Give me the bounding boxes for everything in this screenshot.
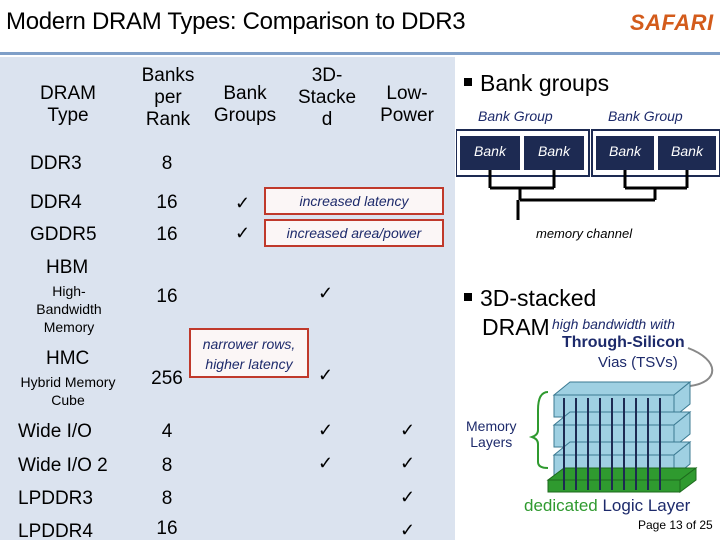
- logic-layer-word: Logic Layer: [602, 496, 691, 515]
- row-name-wide-io-2: Wide I/O 2: [18, 455, 108, 476]
- row-name-ddr3: DDR3: [30, 153, 82, 174]
- bank-group-box-right: [591, 129, 720, 177]
- check-wide-io-low-power: ✓: [400, 420, 416, 440]
- bank-group-box-left: [456, 129, 590, 177]
- check-wide-io-2-3d-stacked: ✓: [318, 453, 334, 473]
- tsv-note-line3: Vias (TSVs): [598, 354, 678, 371]
- logic-layer-label: dedicated Logic Layer: [524, 496, 690, 516]
- header-text: per: [154, 87, 182, 108]
- row-name-wide-io: Wide I/O: [18, 421, 92, 442]
- header-dram-type: DRAM Type: [22, 83, 114, 127]
- row-name-hbm: HBM: [46, 257, 89, 278]
- check-wide-io-3d-stacked: ✓: [318, 420, 334, 440]
- banks-wide-io: 4: [161, 421, 173, 442]
- row-name-hmc: HMC: [46, 348, 90, 369]
- callout-increased-latency: increased latency: [264, 187, 444, 215]
- bank-box: [460, 136, 520, 170]
- header-text: Stacke: [297, 87, 357, 108]
- channel-wires: [488, 170, 689, 220]
- bullet-text: Bank groups: [480, 70, 610, 96]
- header-3d-stacked: 3D- Stacke d: [287, 65, 367, 131]
- banks-hbm: 16: [156, 286, 178, 307]
- tsv-note-line1: high bandwidth with: [552, 316, 675, 332]
- logic-layer-prefix: dedicated: [524, 496, 603, 515]
- header-text: Type: [47, 105, 89, 126]
- row-sub-hmc: Hybrid Memory Cube: [20, 374, 116, 408]
- bank-label: Bank: [671, 143, 703, 159]
- bullet-square-icon: [464, 77, 472, 86]
- header-low-power: Low- Power: [372, 83, 442, 127]
- safari-logo: SAFARI: [630, 10, 714, 35]
- row-name-ddr4: DDR4: [30, 192, 82, 213]
- bullet-text: 3D-stacked: [480, 285, 597, 311]
- check-gddr5-bank-groups: ✓: [235, 223, 251, 243]
- bank-box: [524, 136, 584, 170]
- callout-increased-area-power: increased area/power: [264, 219, 444, 247]
- header-text: Banks: [141, 65, 195, 86]
- header-text: Power: [380, 105, 434, 126]
- header-text: 3D-: [311, 65, 343, 86]
- page-number: Page 13 of 25: [638, 518, 713, 532]
- check-lpddr4-low-power: ✓: [400, 520, 416, 540]
- bank-box: [596, 136, 654, 170]
- header-bank-groups: Bank Groups: [205, 83, 285, 127]
- header-text: DRAM: [40, 83, 96, 104]
- tsv-pillars: [563, 398, 661, 490]
- tsv-arrow: [687, 347, 714, 387]
- row-name-gddr5: GDDR5: [30, 224, 97, 245]
- logic-layer: [546, 467, 698, 493]
- tsv-note-line2: Through-Silicon: [562, 334, 685, 351]
- header-text: d: [321, 109, 333, 130]
- check-wide-io-2-low-power: ✓: [400, 453, 416, 473]
- bank-label: Bank: [538, 143, 570, 159]
- banks-wide-io-2: 8: [161, 455, 173, 476]
- banks-lpddr3: 8: [161, 488, 173, 509]
- header-text: Groups: [213, 105, 277, 126]
- bank-box: [658, 136, 716, 170]
- title-divider: [0, 52, 720, 55]
- check-hbm-3d-stacked: ✓: [318, 283, 334, 303]
- check-hmc-3d-stacked: ✓: [318, 365, 334, 385]
- row-name-lpddr3: LPDDR3: [18, 488, 93, 509]
- memory-layers-label: Memory Layers: [466, 418, 517, 450]
- 3d-stack-diagram: [528, 347, 714, 493]
- memory-layers-brace: [528, 391, 549, 469]
- header-text: Bank: [223, 83, 267, 104]
- comparison-table: DRAM Type Banks per Rank Bank Groups 3D-…: [0, 57, 455, 542]
- bank-groups-diagram: [456, 129, 720, 220]
- check-ddr4-bank-groups: ✓: [235, 193, 251, 213]
- callout-narrower-rows: narrower rows, higher latency: [189, 328, 309, 378]
- callout-line: higher latency: [205, 356, 293, 372]
- row-sub-hbm: High-Bandwidth Memory: [36, 283, 102, 335]
- header-banks-per-rank: Banks per Rank: [133, 65, 203, 131]
- memory-layers-text: Memory: [466, 418, 517, 434]
- bullet-3d-stacked-line2: DRAM: [482, 314, 550, 340]
- memory-layers-text: Layers: [470, 434, 513, 450]
- banks-gddr5: 16: [156, 224, 178, 245]
- banks-ddr3: 8: [161, 153, 173, 174]
- header-text: Low-: [386, 83, 428, 104]
- bullet-3d-stacked: 3D-stacked: [464, 285, 596, 312]
- memory-channel-label: memory channel: [536, 226, 633, 241]
- slide-title: Modern DRAM Types: Comparison to DDR3: [6, 8, 466, 35]
- bullet-bank-groups: Bank groups: [464, 70, 609, 97]
- bank-label: Bank: [474, 143, 506, 159]
- callout-line: narrower rows,: [202, 336, 296, 352]
- banks-ddr4: 16: [156, 192, 178, 213]
- bank-label: Bank: [609, 143, 641, 159]
- bullet-square-icon: [464, 292, 472, 301]
- check-lpddr3-low-power: ✓: [400, 487, 416, 507]
- header-text: Rank: [145, 109, 191, 130]
- banks-lpddr4: 16: [156, 518, 178, 539]
- bank-group-label-right: Bank Group: [608, 108, 683, 124]
- banks-hmc: 256: [151, 368, 183, 389]
- row-name-lpddr4: LPDDR4: [18, 521, 93, 542]
- bank-group-label-left: Bank Group: [478, 108, 553, 124]
